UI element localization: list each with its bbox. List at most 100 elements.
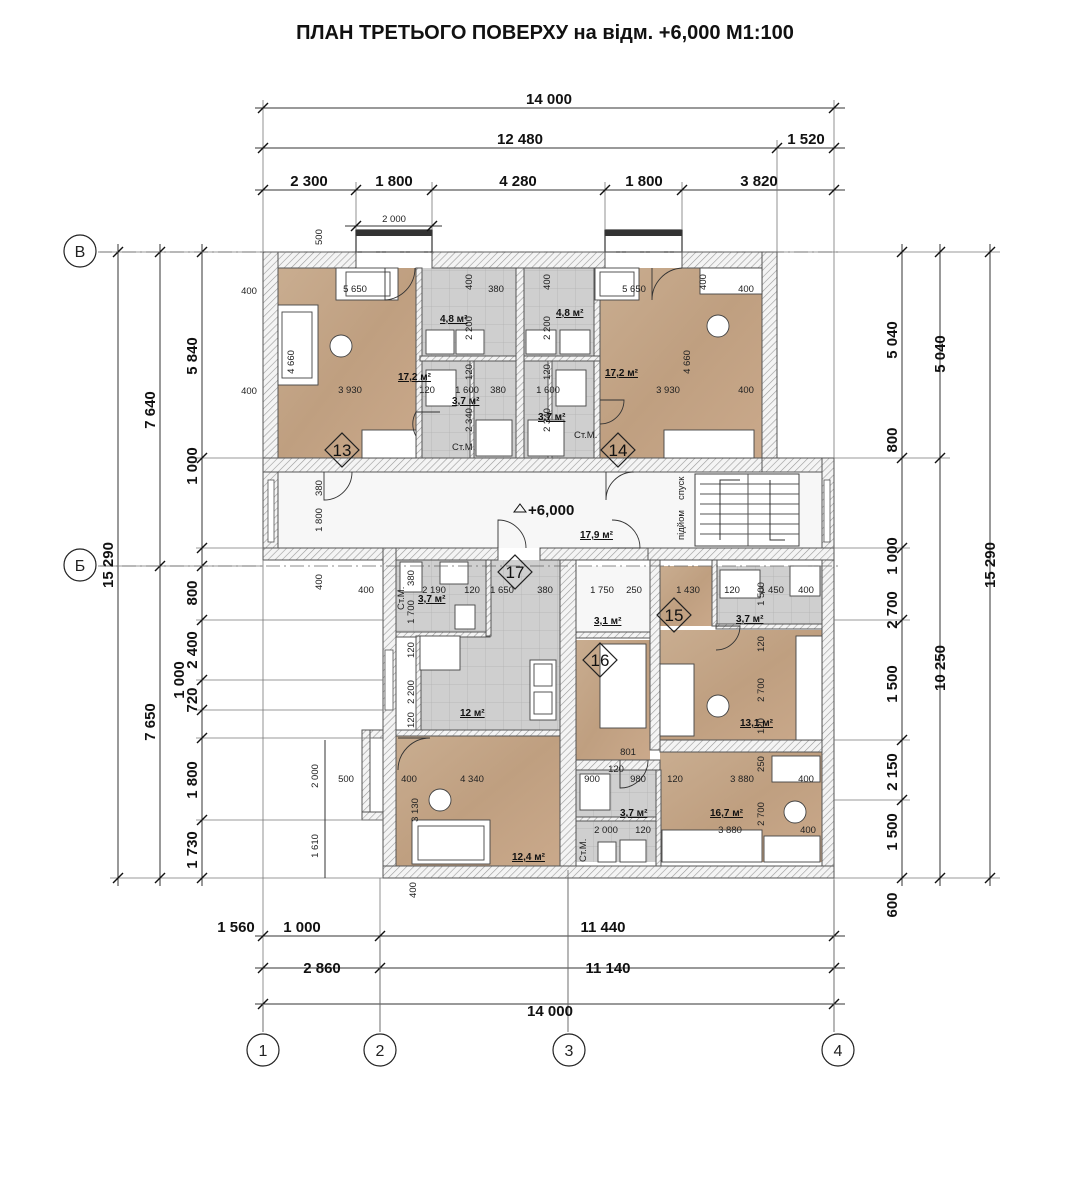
int-dim: 250 <box>756 756 767 772</box>
axis-lines <box>98 251 840 1032</box>
room-number: 14 <box>609 441 628 460</box>
label-spusk: спуск <box>676 476 687 500</box>
axis-col-2: 2 <box>363 1033 397 1067</box>
room-marker-15: 15 <box>656 597 692 633</box>
int-dim: 400 <box>241 386 257 397</box>
dim-right-inner: 1 000 <box>884 537 901 575</box>
int-dim: 5 650 <box>343 284 367 295</box>
dim-right-inner: 1 500 <box>884 813 901 851</box>
int-dim: 120 <box>724 585 740 596</box>
room-marker-14: 14 <box>600 432 636 468</box>
axis-label: 3 <box>565 1043 574 1060</box>
int-dim: 120 <box>756 636 767 652</box>
int-dim: 1 800 <box>314 508 325 532</box>
dim-left-seg: 7 640 <box>142 391 159 429</box>
dim-top-seg: 2 300 <box>290 173 328 190</box>
dim-left-inner: 1 000 <box>184 447 201 485</box>
int-dim: 4 340 <box>460 774 484 785</box>
dim-left-inner: 1 730 <box>184 831 201 869</box>
plan-title: ПЛАН ТРЕТЬОГО ПОВЕРХУ на відм. +6,000 М1… <box>296 22 794 44</box>
dim-bottom-seg: 2 860 <box>303 960 341 977</box>
int-dim: 400 <box>464 274 475 290</box>
dim-left-inner: 800 <box>184 580 201 605</box>
elevation-label: +6,000 <box>528 502 574 519</box>
int-dim: 120 <box>756 718 767 734</box>
int-dim: 2 700 <box>756 678 767 702</box>
area-labels: 4,8 м² 4,8 м² 17,2 м² 17,2 м² 3,7 м² 3,7… <box>398 308 774 863</box>
dim-left-seg: 7 650 <box>142 703 159 741</box>
area-label: 17,9 м² <box>580 530 614 541</box>
staircase <box>694 473 800 547</box>
int-dim: 2 200 <box>542 316 553 340</box>
axis-label: 4 <box>834 1043 843 1060</box>
dimension-texts-bottom: 1 560 1 000 11 440 2 860 11 140 14 000 6… <box>217 892 901 1020</box>
int-dim: 400 <box>798 585 814 596</box>
label-stm: Ст.М. <box>396 587 407 610</box>
int-dim: 380 <box>537 585 553 596</box>
area-label: 4,8 м² <box>556 308 584 319</box>
int-dim: 400 <box>542 274 553 290</box>
axis-markers: В Б 1 2 3 4 <box>63 234 855 1067</box>
int-dim: 380 <box>406 570 417 586</box>
int-dim: 120 <box>542 364 553 380</box>
area-label: 3,7 м² <box>736 614 764 625</box>
dimension-lines <box>100 100 1000 1032</box>
int-dim: 1 430 <box>676 585 700 596</box>
int-dim: 400 <box>698 274 709 290</box>
dim-600: 600 <box>884 892 901 917</box>
int-dim: 120 <box>608 764 624 775</box>
dim-left-inner: 5 840 <box>184 337 201 375</box>
label-pidiom: підйом <box>676 510 687 540</box>
int-dim: 2 190 <box>422 585 446 596</box>
int-dim: 380 <box>488 284 504 295</box>
room-number: 13 <box>333 441 352 460</box>
int-dim: 120 <box>667 774 683 785</box>
dim-left-small: 400 <box>314 574 325 590</box>
room-number: 15 <box>665 606 684 625</box>
area-label: 17,2 м² <box>605 368 639 379</box>
dim-overall-top: 14 000 <box>526 91 572 108</box>
dim-overall-bottom: 14 000 <box>527 1003 573 1020</box>
area-label: 17,2 м² <box>398 372 432 383</box>
int-dim: 1 600 <box>536 385 560 396</box>
walls <box>262 251 835 879</box>
int-dim: 3 880 <box>718 825 742 836</box>
dim-bottom-seg: 1 000 <box>283 919 321 936</box>
label-stm: Ст.М. <box>578 839 589 862</box>
int-dim: 2 340 <box>542 408 553 432</box>
axis-label: Б <box>75 558 86 575</box>
dim-left-inner: 1 800 <box>184 761 201 799</box>
dim-bottom-seg: 1 560 <box>217 919 255 936</box>
int-dim: 1 650 <box>490 585 514 596</box>
dimension-texts-top: 14 000 12 480 1 520 2 300 1 800 4 280 1 … <box>290 91 825 245</box>
int-dim: 120 <box>406 712 417 728</box>
dim-right-inner: 2 150 <box>884 753 901 791</box>
int-dim: 801 <box>620 747 636 758</box>
dim-left-small: 500 <box>338 774 354 785</box>
dim-overall-left: 15 290 <box>100 542 117 588</box>
int-dim: 4 660 <box>682 350 693 374</box>
room-marker-13: 13 <box>324 432 360 468</box>
area-label: 12,4 м² <box>512 852 546 863</box>
int-dim: 380 <box>314 480 325 496</box>
int-dim: 400 <box>241 286 257 297</box>
int-dim: 3 880 <box>730 774 754 785</box>
area-label: 12 м² <box>460 708 485 719</box>
windows <box>267 229 831 711</box>
int-dim: 380 <box>490 385 506 396</box>
area-label: 4,8 м² <box>440 314 468 325</box>
area-label: 3,7 м² <box>620 808 648 819</box>
misc-labels: Ст.М. Ст.М. Ст.М. Ст.М. спуск підйом <box>396 430 687 862</box>
dim-right-seg: 10 250 <box>932 645 949 691</box>
int-dim: 1 500 <box>756 582 767 606</box>
dim-top-seg: 3 820 <box>740 173 778 190</box>
int-dim: 2 340 <box>464 408 475 432</box>
int-dim: 5 650 <box>622 284 646 295</box>
int-dim: 1 700 <box>406 600 417 624</box>
axis-row-b: Б <box>63 548 97 582</box>
room-marker-17: 17 <box>497 554 533 590</box>
dim-top-seg: 1 800 <box>375 173 413 190</box>
area-label: 3,7 м² <box>418 594 446 605</box>
int-dim: 2 200 <box>464 316 475 340</box>
int-dim: 400 <box>738 284 754 295</box>
